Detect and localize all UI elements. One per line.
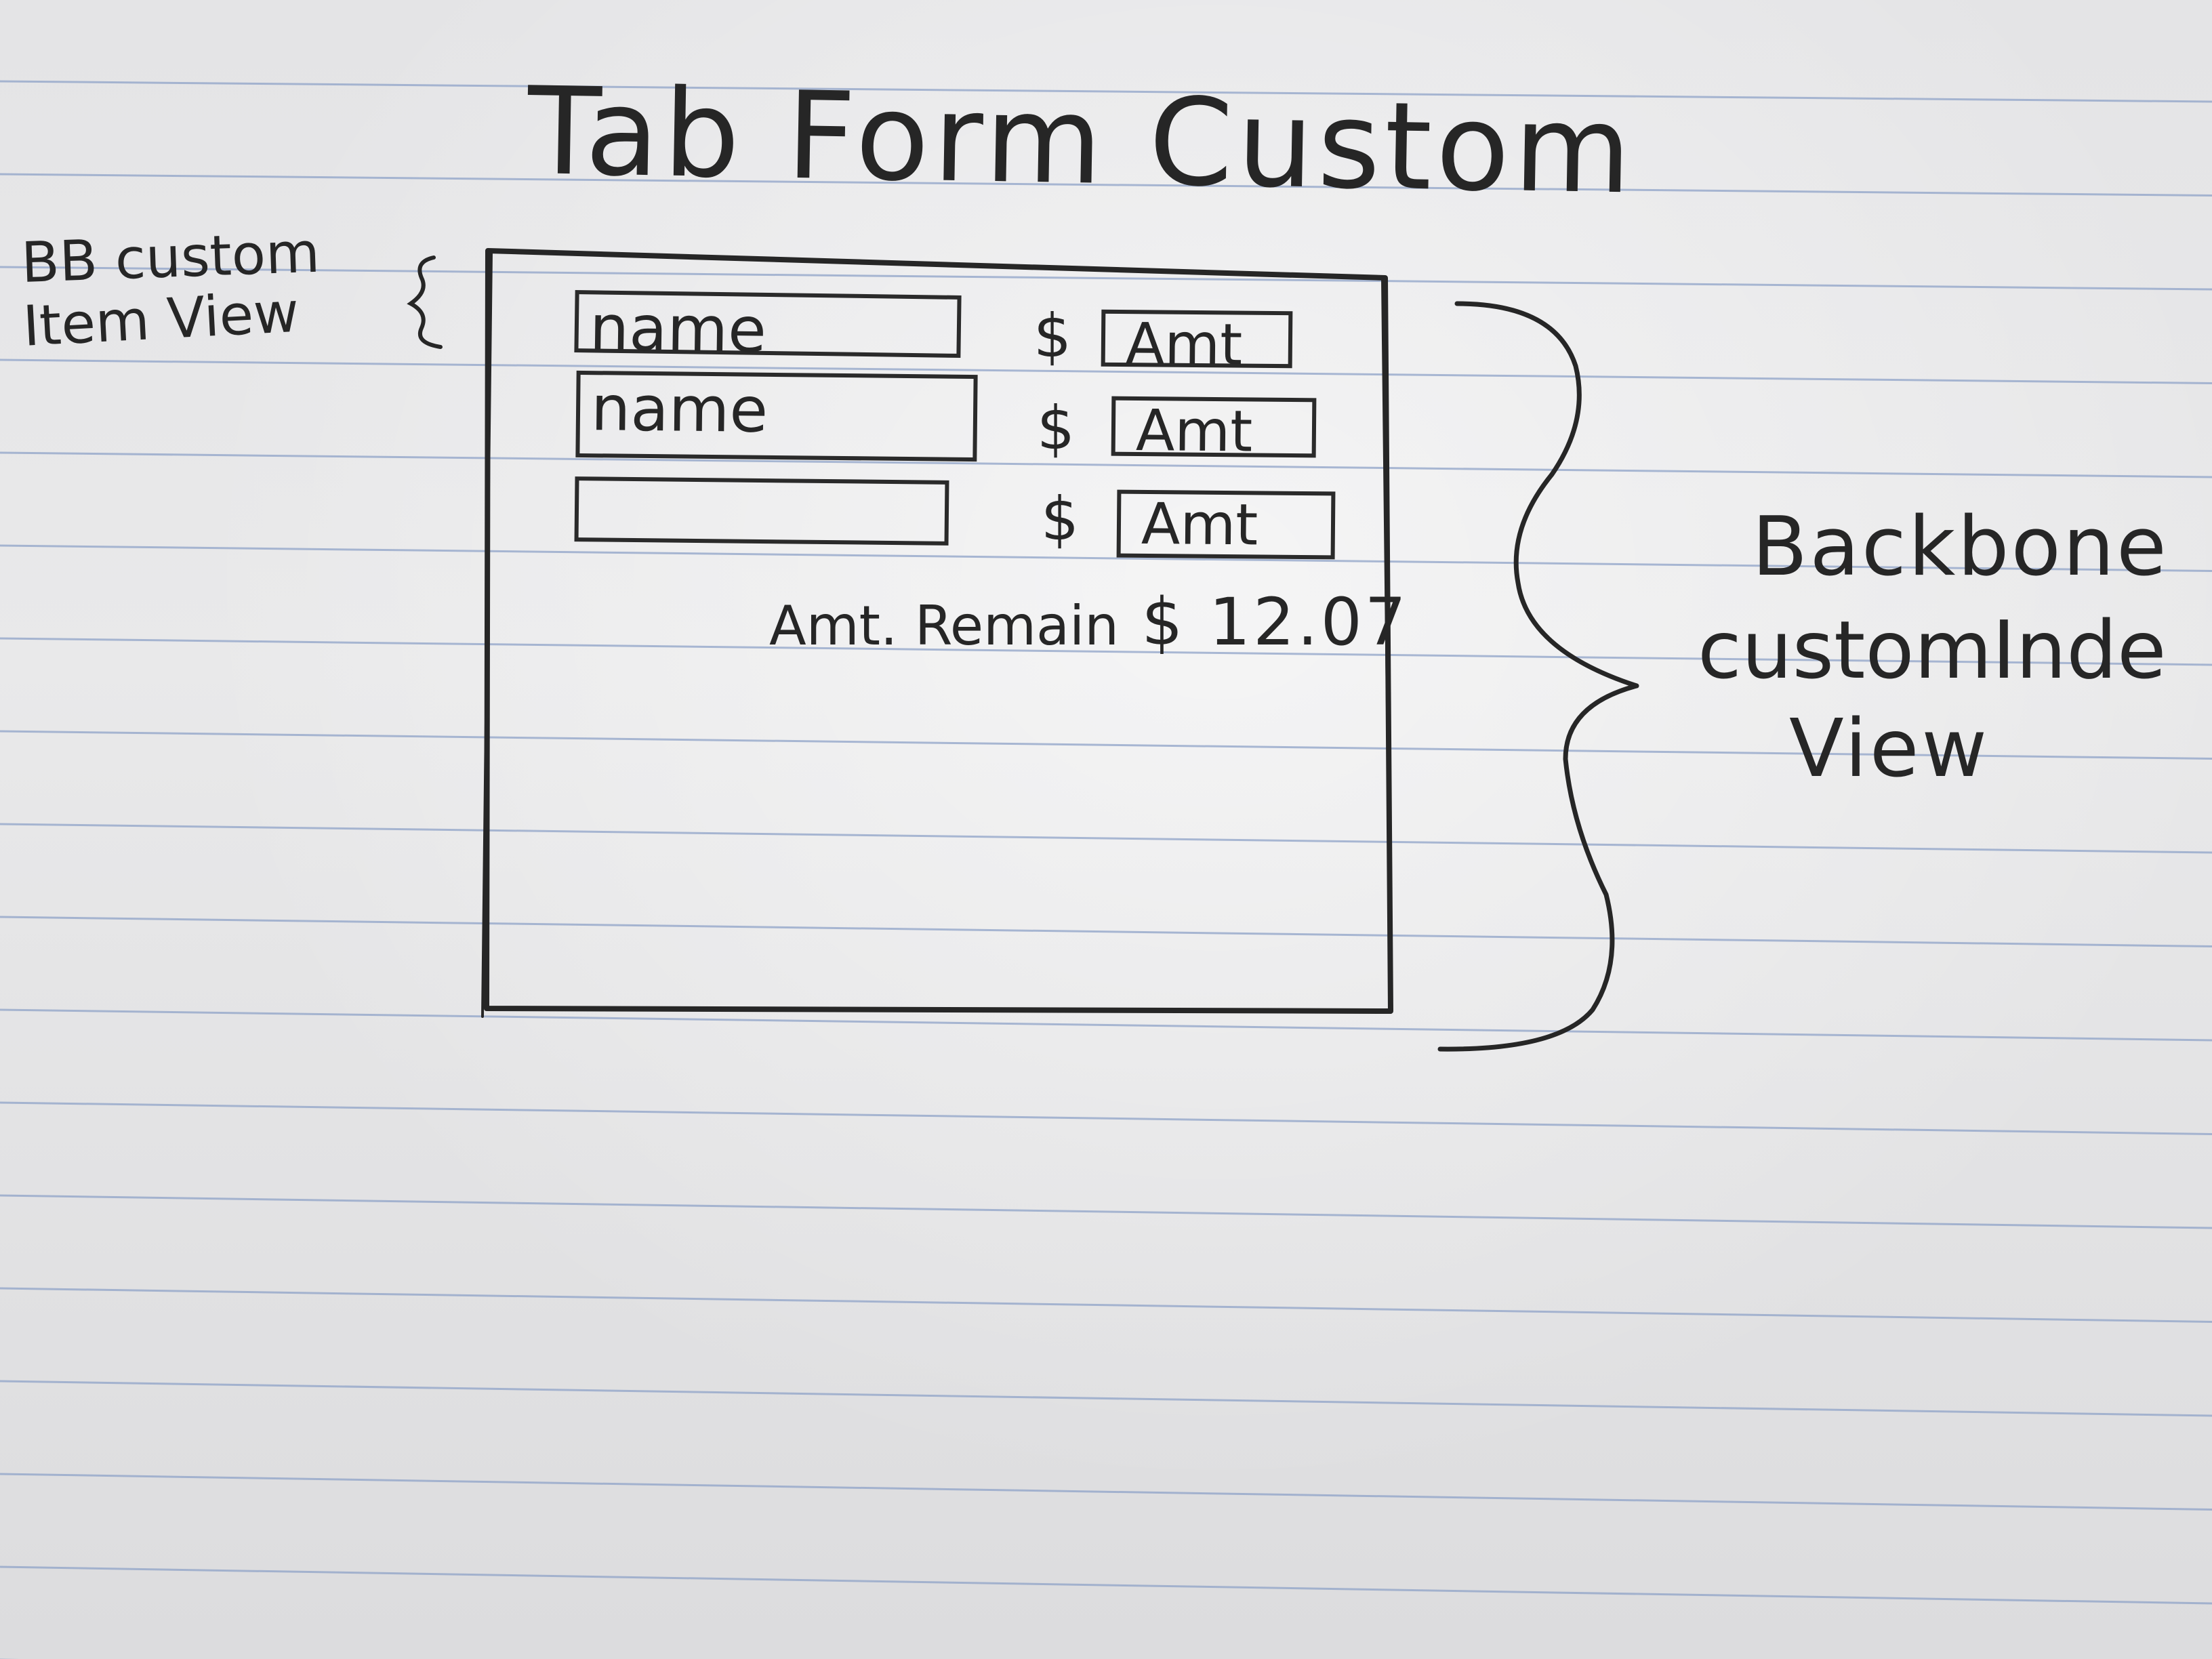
rule-line	[0, 1380, 2212, 1417]
name-input[interactable]	[574, 476, 949, 546]
name-input[interactable]: name	[574, 290, 962, 367]
rule-line	[0, 1473, 2212, 1511]
rule-line	[0, 1101, 2212, 1135]
rule-line	[0, 266, 2212, 291]
item-view-annotation-line-2: Item View	[21, 280, 301, 359]
amount-input[interactable]: Amt	[1111, 396, 1317, 464]
rule-line	[0, 80, 2212, 103]
currency-symbol: $	[1037, 393, 1075, 463]
rule-line	[0, 823, 2212, 854]
currency-symbol: $	[1041, 484, 1079, 554]
index-view-annotation-line-1: Backbone	[1752, 500, 2169, 594]
index-view-annotation-line-2: customInde	[1698, 603, 2167, 697]
rule-line	[0, 451, 2212, 478]
currency-symbol: $	[1033, 301, 1071, 371]
rule-line	[0, 1565, 2212, 1605]
amount-input[interactable]: Amt	[1101, 309, 1293, 378]
rule-line	[0, 1008, 2212, 1042]
rule-line	[0, 916, 2212, 947]
amount-remaining-value: $ 12.07	[1141, 584, 1409, 660]
amount-remaining: Amt. Remain $ 12.07	[769, 590, 1409, 655]
page-title: Tab Form Custom	[526, 61, 1637, 221]
rule-line	[0, 173, 2212, 197]
index-view-annotation-line-3: View	[1789, 701, 1990, 795]
amount-remaining-label: Amt. Remain	[769, 594, 1119, 657]
amount-input[interactable]: Amt	[1116, 489, 1336, 560]
rule-line	[0, 1287, 2212, 1323]
rule-line	[0, 1194, 2212, 1229]
name-input[interactable]: name	[575, 370, 978, 462]
